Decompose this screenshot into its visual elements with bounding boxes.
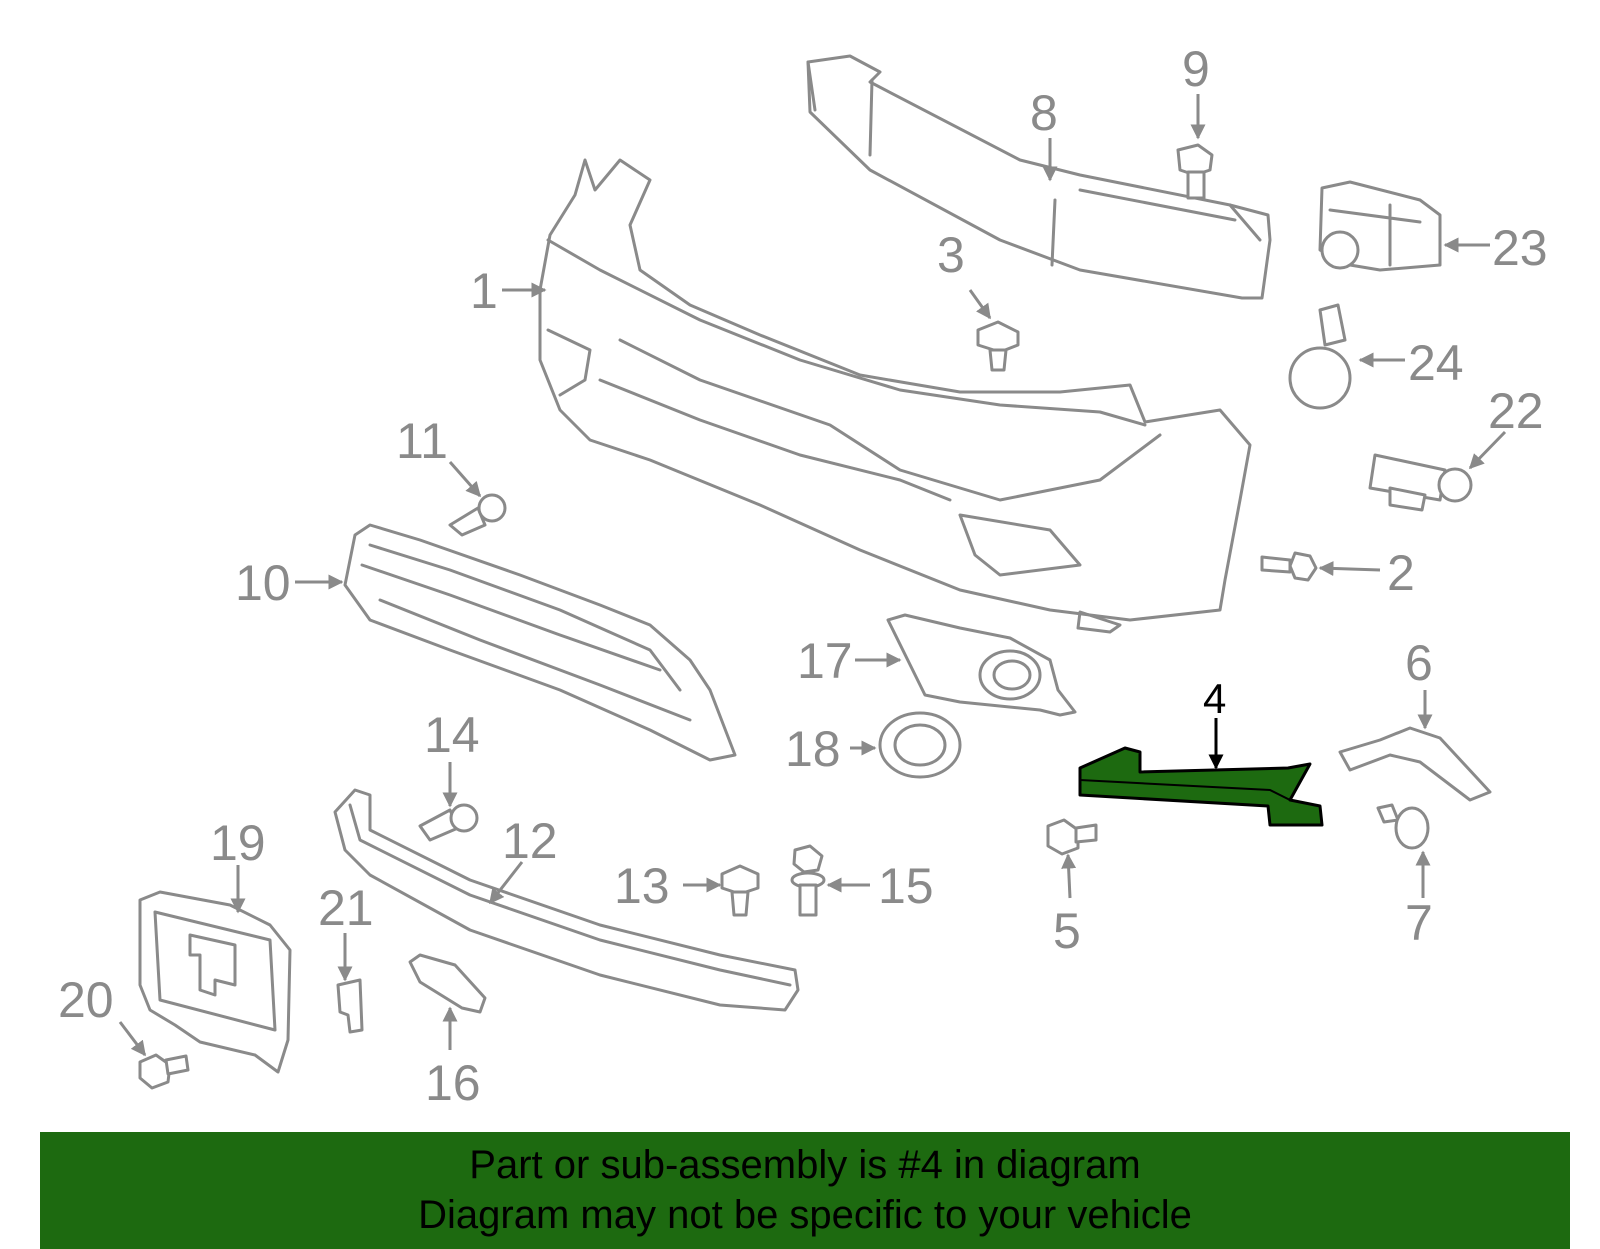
sensor-bracket-23-part bbox=[1318, 180, 1442, 272]
callout-23: 23 bbox=[1492, 220, 1548, 276]
callout-1: 1 bbox=[470, 263, 498, 319]
bumper-cover-part bbox=[538, 158, 1252, 634]
info-banner: Part or sub-assembly is #4 in diagram Di… bbox=[40, 1132, 1570, 1249]
callout-17: 17 bbox=[797, 633, 853, 689]
license-bracket-19-part bbox=[138, 890, 292, 1074]
bolt-5-part bbox=[1046, 818, 1098, 856]
callout-15: 15 bbox=[878, 858, 934, 914]
bolt-15-part bbox=[790, 844, 826, 917]
sensor-22-part bbox=[1368, 453, 1473, 512]
fog-lamp-18-part bbox=[878, 711, 962, 779]
clip-21-part bbox=[336, 978, 364, 1034]
callout-labels: 1 2 3 4 5 6 7 8 9 10 11 12 13 14 15 16 1… bbox=[58, 41, 1548, 1111]
callout-16: 16 bbox=[425, 1055, 481, 1111]
callout-11: 11 bbox=[396, 413, 448, 469]
clip-13-part bbox=[720, 864, 760, 917]
callout-22: 22 bbox=[1488, 383, 1544, 439]
callout-20: 20 bbox=[58, 972, 114, 1028]
lower-grille-part bbox=[343, 523, 737, 762]
callout-13: 13 bbox=[614, 858, 670, 914]
callout-18: 18 bbox=[785, 721, 841, 777]
bracket-16-part bbox=[408, 953, 487, 1014]
splash-shield-4-part bbox=[1078, 746, 1324, 827]
bolt-9-part bbox=[1176, 143, 1214, 200]
bolt-2-part bbox=[1260, 551, 1318, 582]
callout-19: 19 bbox=[210, 815, 266, 871]
banner-line-disclaimer: Diagram may not be specific to your vehi… bbox=[418, 1193, 1192, 1237]
bolt-20-part bbox=[138, 1053, 190, 1090]
leader-lines bbox=[118, 94, 1507, 1057]
callout-7: 7 bbox=[1405, 895, 1433, 951]
parts-diagram: 1 2 3 4 5 6 7 8 9 10 11 12 13 14 15 16 1… bbox=[58, 41, 1548, 1111]
callout-24: 24 bbox=[1408, 335, 1464, 391]
clip-7-part bbox=[1376, 803, 1430, 850]
callout-12: 12 bbox=[502, 813, 558, 869]
callout-10: 10 bbox=[235, 555, 291, 611]
callout-14: 14 bbox=[424, 707, 480, 763]
fog-lamp-cover-17-part bbox=[886, 613, 1077, 717]
callout-2: 2 bbox=[1387, 545, 1415, 601]
banner-line-part-number: Part or sub-assembly is #4 in diagram bbox=[469, 1143, 1141, 1187]
lower-spoiler-12-part bbox=[333, 788, 800, 1012]
clip-3-part bbox=[976, 320, 1020, 372]
clip-11-part bbox=[448, 493, 507, 537]
sensor-24-part bbox=[1288, 303, 1352, 410]
callout-8: 8 bbox=[1030, 85, 1058, 141]
callout-6: 6 bbox=[1405, 635, 1433, 691]
callout-4: 4 bbox=[1203, 675, 1226, 722]
callout-3: 3 bbox=[937, 227, 965, 283]
reinforcement-beam-part bbox=[806, 54, 1272, 300]
bracket-6-part bbox=[1338, 726, 1492, 802]
clip-14-part bbox=[418, 803, 479, 842]
callout-21: 21 bbox=[318, 880, 374, 936]
callout-5: 5 bbox=[1053, 903, 1081, 959]
callout-9: 9 bbox=[1182, 41, 1210, 97]
